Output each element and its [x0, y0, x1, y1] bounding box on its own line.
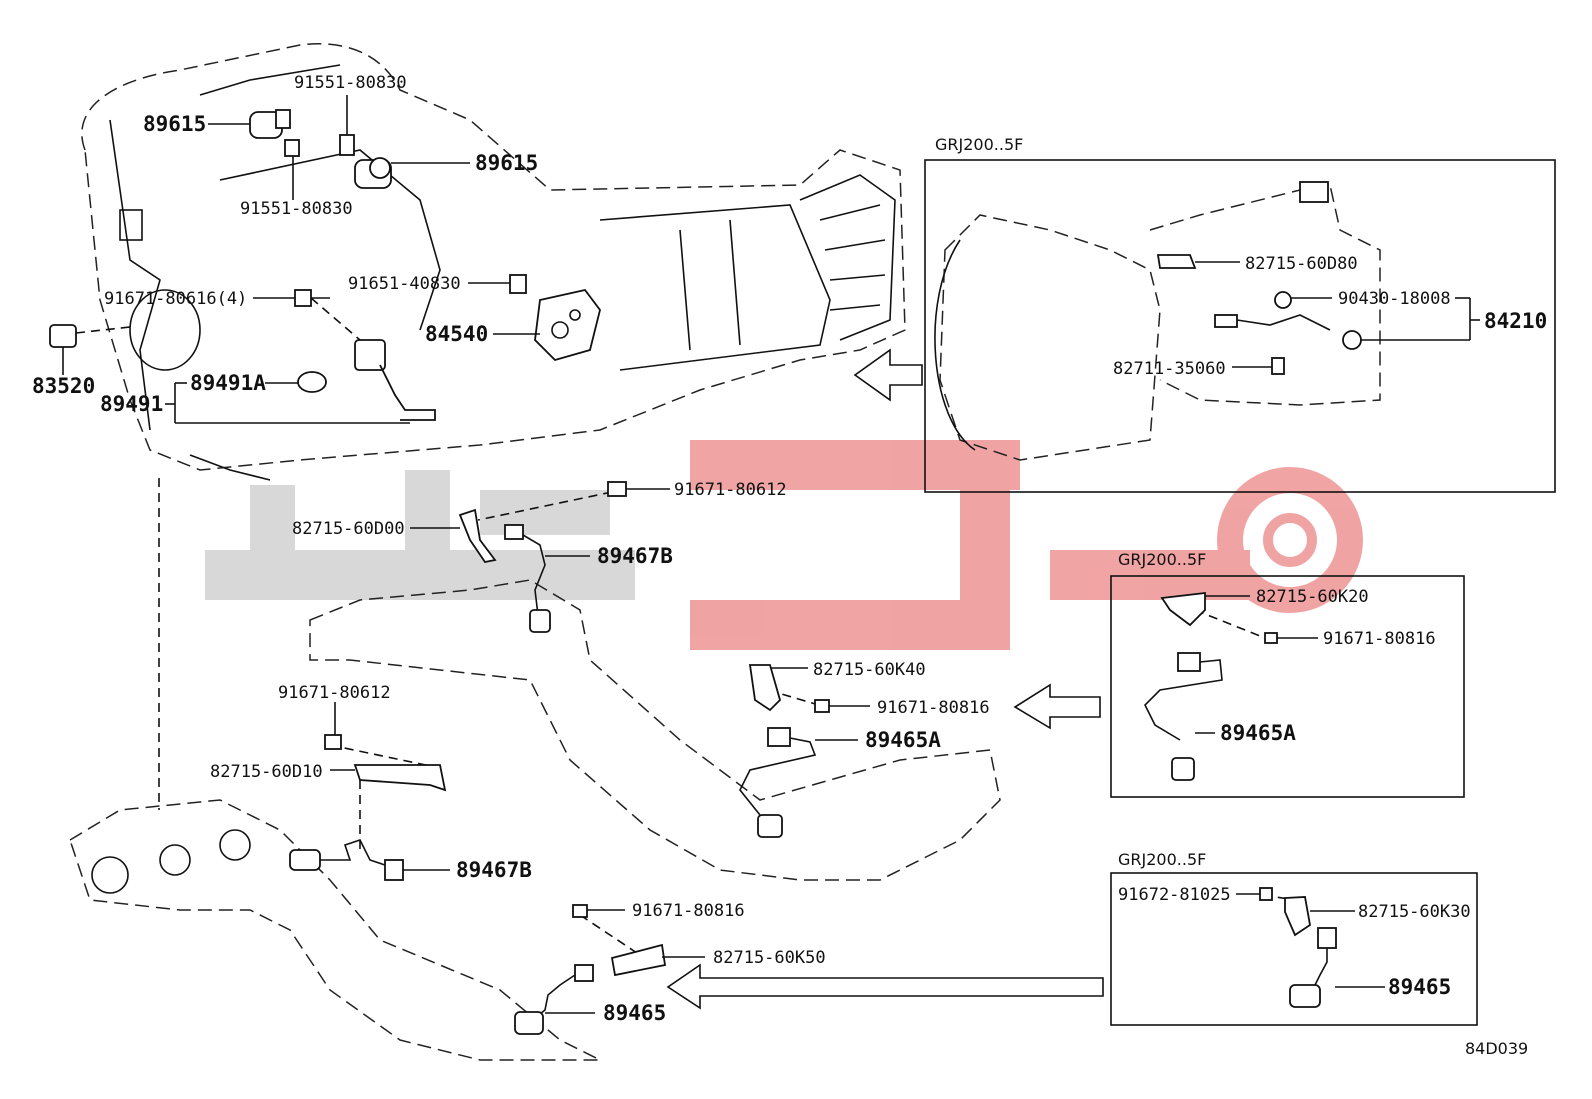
- label-82715-60D80: 82715-60D80: [1245, 254, 1358, 274]
- label-91551-80830-b: 91551-80830: [240, 199, 353, 219]
- label-91671-80816-mid: 91671-80816: [877, 698, 990, 718]
- transmission-assembly: [81, 43, 906, 481]
- label-89491A: 89491A: [190, 371, 266, 395]
- part-83520-switch: [49, 324, 77, 348]
- part-89467B-sensor-bottom: [289, 839, 404, 881]
- inset-top-right: GRJ200..5F: [924, 135, 1556, 493]
- part-82715-60D10-bracket: [353, 764, 447, 792]
- part-91671-80612-bolt-left: [324, 734, 342, 750]
- label-89467B-top: 89467B: [597, 544, 673, 568]
- label-91551-80830-a: 91551-80830: [294, 73, 407, 93]
- label-91671-80612-top: 91671-80612: [674, 480, 787, 500]
- label-82711-35060: 82711-35060: [1113, 359, 1226, 379]
- label-89465A-mid: 89465A: [865, 728, 941, 752]
- part-91671-80816-bolt-mid: [814, 699, 830, 713]
- part-82715-60K50-bracket: [610, 943, 667, 977]
- watermark-logo: [205, 440, 1363, 650]
- exhaust-system: [69, 579, 1001, 1061]
- arrow-from-bottom-inset: [666, 963, 1104, 1010]
- label-83520: 83520: [32, 374, 95, 398]
- diagram-code: 84D039: [1465, 1039, 1528, 1058]
- inset-bottom-right: GRJ200..5F: [1110, 850, 1478, 1026]
- arrow-from-top-inset: [853, 348, 923, 402]
- label-82715-60D10: 82715-60D10: [210, 762, 323, 782]
- label-91671-80612-left: 91671-80612: [278, 683, 391, 703]
- part-82715-60K40-bracket: [748, 664, 782, 712]
- leader-lines: [62, 95, 870, 1014]
- label-82715-60K50: 82715-60K50: [713, 948, 826, 968]
- part-84540-switch: [534, 288, 601, 362]
- part-89615-sensor-a: [249, 109, 291, 139]
- part-labels: 89615 91551-80830 89615 91551-80830 9165…: [32, 73, 1547, 1058]
- part-89467B-sensor-top: [504, 524, 551, 633]
- label-91671-80816-bottom: 91671-80816: [632, 901, 745, 921]
- part-89491-speed-sensor: [354, 339, 436, 421]
- label-82715-60K30: 82715-60K30: [1358, 902, 1471, 922]
- part-82715-60D00-bracket: [458, 508, 497, 563]
- inset-bottom-right-title: GRJ200..5F: [1118, 850, 1206, 869]
- label-84210: 84210: [1484, 309, 1547, 333]
- label-89615-a: 89615: [143, 112, 206, 136]
- label-84540: 84540: [425, 322, 488, 346]
- part-91671-80816-bolt-bottom: [572, 904, 588, 918]
- part-91651-bolt: [509, 274, 527, 294]
- part-91671-80616-bolt: [294, 289, 330, 307]
- inset-mid-right-title: GRJ200..5F: [1118, 550, 1206, 569]
- label-91672-81025: 91672-81025: [1118, 885, 1231, 905]
- part-89465A-sensor-mid: [739, 727, 817, 838]
- part-89615-sensor-b: [354, 157, 392, 189]
- part-91551-bolt-a: [339, 134, 355, 156]
- label-91671-80816-inset: 91671-80816: [1323, 629, 1436, 649]
- inset-mid-right: GRJ200..5F: [1110, 550, 1465, 798]
- part-91671-80612-bolt-top: [607, 481, 627, 497]
- part-91551-bolt-b: [284, 139, 300, 157]
- arrow-from-mid-inset: [1013, 683, 1101, 730]
- label-89615-b: 89615: [475, 151, 538, 175]
- label-91671-80616: 91671-80616(4): [104, 289, 247, 309]
- label-82715-60K20: 82715-60K20: [1256, 587, 1369, 607]
- part-89465-sensor-bottom: [514, 964, 594, 1035]
- label-89467B-bottom: 89467B: [456, 858, 532, 882]
- label-82715-60D00: 82715-60D00: [292, 519, 405, 539]
- inset-top-right-title: GRJ200..5F: [935, 135, 1023, 154]
- label-91651-40830: 91651-40830: [348, 274, 461, 294]
- part-89491A-oring: [297, 371, 327, 393]
- dashed-leaders: [75, 297, 1296, 956]
- label-90430-18008: 90430-18008: [1338, 289, 1451, 309]
- label-89465-inset: 89465: [1388, 975, 1451, 999]
- label-89491: 89491: [100, 392, 163, 416]
- label-82715-60K40: 82715-60K40: [813, 660, 926, 680]
- label-89465-bottom: 89465: [603, 1001, 666, 1025]
- label-89465A-inset: 89465A: [1220, 721, 1296, 745]
